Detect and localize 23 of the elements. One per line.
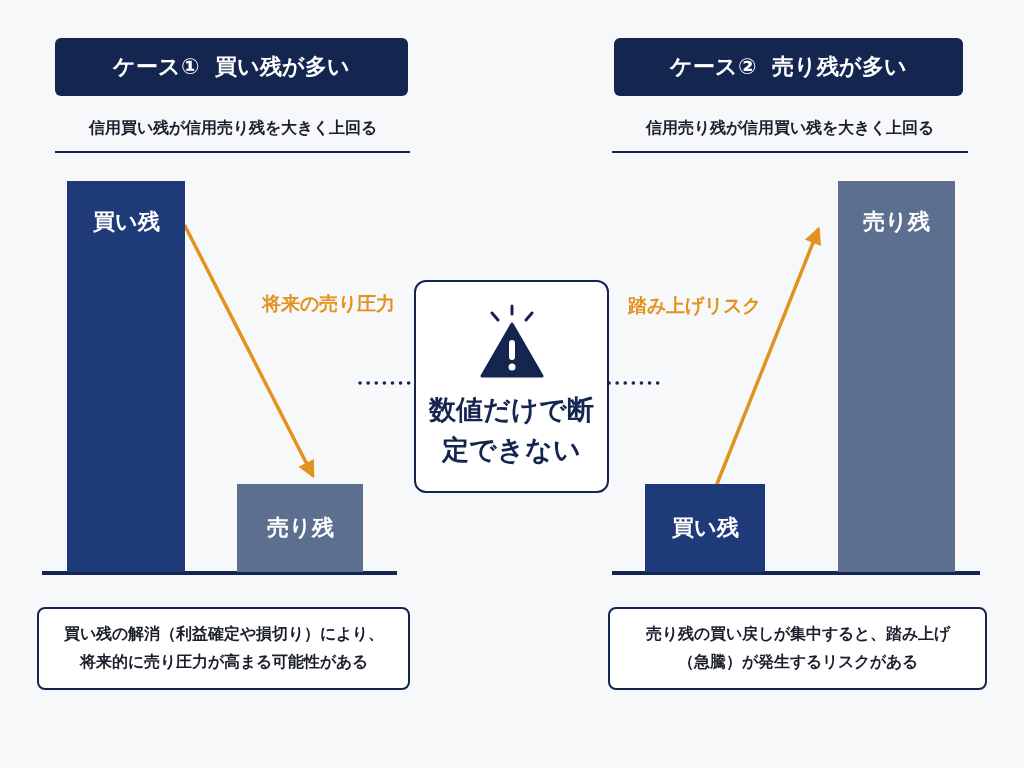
- case-header: [55, 38, 408, 96]
- warning-text: 数値だけで断定できない: [427, 393, 595, 467]
- bar-label: 売り残: [266, 514, 334, 542]
- bar-label: 買い残: [92, 208, 160, 236]
- bar: [237, 484, 363, 572]
- edge-label: 踏み上げリスク: [628, 293, 761, 318]
- bar: [838, 181, 955, 572]
- note-box: [608, 607, 987, 690]
- bar: [67, 181, 185, 572]
- note-text: 売り残の買い戻しが集中すると、踏み上げ（急騰）が発生するリスクがある: [644, 624, 952, 673]
- subtitle: 信用売り残が信用買い残を大きく上回る: [644, 118, 935, 139]
- case-title: ケース① 買い残が多い: [113, 53, 350, 81]
- case-header: [614, 38, 963, 96]
- edge-label: 将来の売り圧力: [262, 291, 395, 316]
- note-box: [37, 607, 410, 690]
- subtitle: 信用買い残が信用売り残を大きく上回る: [87, 118, 378, 139]
- note-text: 買い残の解消（利益確定や損切り）により、将来的に売り圧力が高まる可能性がある: [62, 624, 385, 673]
- case-title: ケース② 売り残が多い: [670, 53, 907, 81]
- bar-label: 売り残: [863, 208, 930, 236]
- bar-label: 買い残: [671, 514, 739, 542]
- callout-box: [414, 280, 609, 493]
- bar: [645, 484, 765, 572]
- arrow: [715, 226, 822, 486]
